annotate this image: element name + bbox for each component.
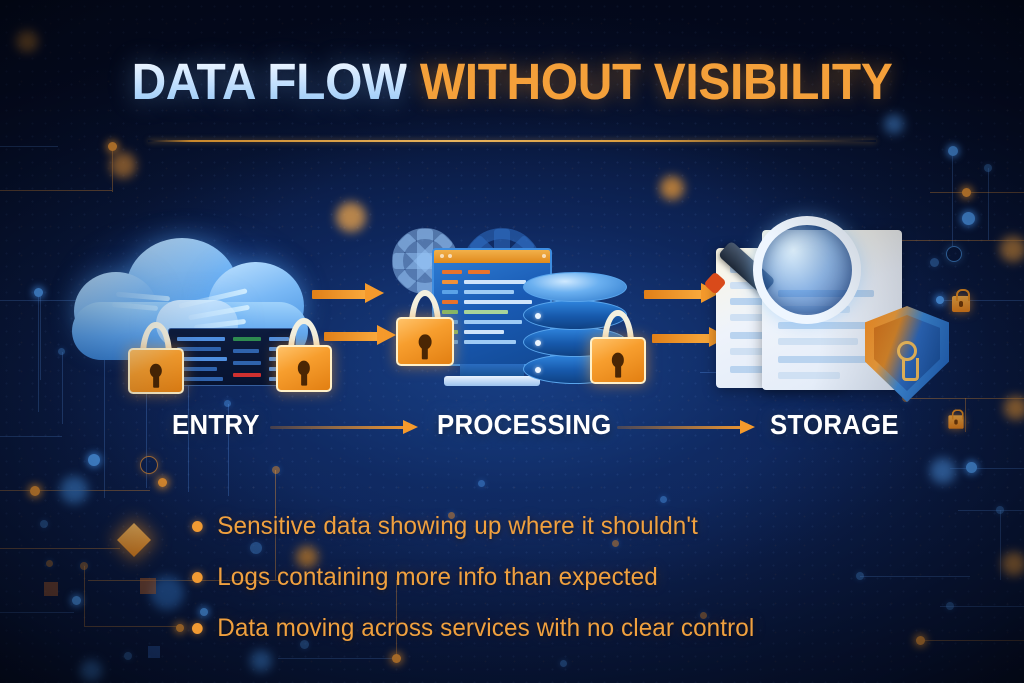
- bullet-dot-icon: [192, 572, 203, 583]
- stage-label-storage: STORAGE: [770, 409, 899, 440]
- list-item: Logs containing more info than expected: [192, 563, 910, 592]
- issues-list: Sensitive data showing up where it shoul…: [192, 512, 932, 665]
- label-arrow-processing-storage: [617, 420, 757, 434]
- list-item-label: Data moving across services with no clea…: [217, 614, 755, 642]
- background-lock-icon: [952, 289, 970, 312]
- list-item: Data moving across services with no clea…: [192, 614, 910, 643]
- bullet-dot-icon: [192, 521, 203, 532]
- stage-label-processing: PROCESSING: [437, 409, 612, 440]
- circuit-diamond-node: [117, 523, 151, 557]
- bullet-dot-icon: [192, 623, 203, 634]
- title-accent: WITHOUT VISIBILITY: [419, 53, 893, 110]
- flow-arrow-entry-processing-top: [312, 283, 384, 303]
- shield-lock-icon: [865, 306, 949, 402]
- title-divider: [148, 140, 876, 142]
- title-primary: DATA FLOW: [131, 53, 408, 110]
- flow-arrow-entry-processing-bottom: [324, 325, 396, 345]
- padlock-icon-processing-left: [396, 290, 454, 366]
- pipeline-stage-labels: ENTRY PROCESSING STORAGE: [0, 409, 1024, 449]
- list-item: Sensitive data showing up where it shoul…: [192, 512, 910, 541]
- page-title: DATA FLOW WITHOUT VISIBILITY: [0, 56, 1024, 107]
- padlock-icon-entry-left: [128, 322, 184, 394]
- label-arrow-entry-processing: [270, 420, 420, 434]
- list-item-label: Logs containing more info than expected: [217, 563, 658, 591]
- magnifying-glass-icon: [703, 216, 861, 324]
- padlock-icon-processing-right: [590, 310, 646, 384]
- stage-label-entry: ENTRY: [172, 409, 260, 440]
- list-item-label: Sensitive data showing up where it shoul…: [217, 512, 698, 540]
